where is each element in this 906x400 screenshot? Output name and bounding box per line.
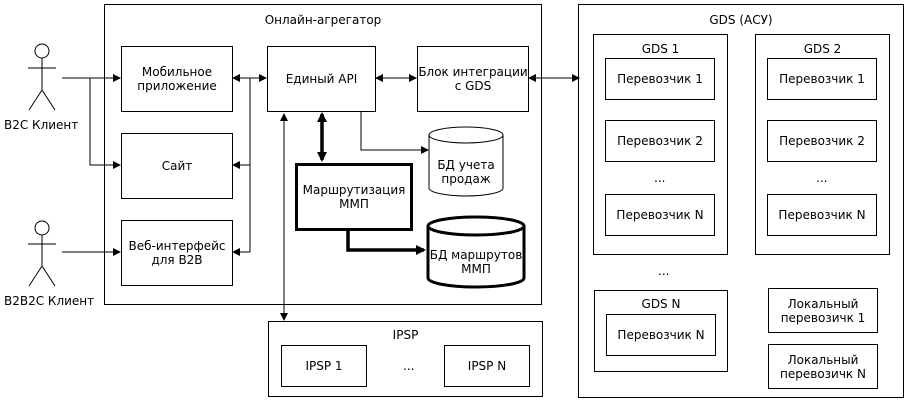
gds2-ellipsis: ... (816, 171, 828, 185)
b2b-web-interface-box[interactable]: Веб-интерфейс для B2B (121, 220, 233, 286)
gdsn-title: GDS N (641, 297, 681, 311)
gds1-title: GDS 1 (641, 42, 680, 56)
gdsn-container: GDS N (594, 290, 728, 372)
ipsp-n-box[interactable]: IPSP N (444, 345, 530, 387)
gdsn-carrier-n[interactable]: Перевозчик N (606, 314, 716, 356)
b2c-client-label: B2C Клиент (4, 118, 79, 132)
gds1-carrier-2[interactable]: Перевозчик 2 (605, 120, 715, 162)
gds1-ellipsis: ... (654, 171, 666, 185)
routing-mmp-box[interactable]: Маршрутизация ММП (295, 163, 413, 231)
b2c-actor-icon (28, 43, 56, 111)
gds2-carrier-1[interactable]: Перевозчик 1 (767, 58, 877, 100)
aggregator-title: Онлайн-агрегатор (264, 13, 382, 27)
api-salesdb-arrow (360, 112, 429, 154)
gds-integration-box[interactable]: Блок интеграции с GDS (417, 46, 529, 112)
ipsp-title: IPSP (392, 328, 419, 342)
gds1-carrier-n[interactable]: Перевозчик N (605, 194, 715, 236)
aggregator-container: Онлайн-агрегатор (104, 4, 542, 305)
routes-db-label: БД маршрутов ММП (429, 248, 523, 276)
local-carrier-n[interactable]: Локальный перевозичк N (768, 344, 878, 389)
ipsp-ellipsis: ... (403, 359, 415, 373)
site-box[interactable]: Сайт (121, 133, 233, 199)
b2b2c-client-label: B2B2C Клиент (4, 294, 95, 308)
gds1-container: GDS 1 (593, 34, 728, 255)
gds1-carrier-1[interactable]: Перевозчик 1 (605, 58, 715, 100)
sales-db-cylinder (428, 126, 504, 197)
gds2-carrier-n[interactable]: Перевозчик N (767, 194, 877, 236)
gds2-carrier-2[interactable]: Перевозчик 2 (767, 120, 877, 162)
gds2-title: GDS 2 (803, 42, 842, 56)
sales-db-label: БД учета продаж (437, 158, 495, 186)
gds-ellipsis: ... (658, 264, 670, 278)
mobile-app-box[interactable]: Мобильное приложение (121, 46, 233, 112)
ipsp-1-box[interactable]: IPSP 1 (281, 345, 367, 387)
gds-asu-title: GDS (АСУ) (709, 13, 773, 27)
b2b2c-actor-icon (28, 220, 56, 287)
routing-routesdb-arrow (346, 230, 426, 255)
gds-asu-container: GDS (АСУ) (578, 4, 904, 398)
b2c-to-site-arrow (89, 78, 121, 169)
ipsp-container: IPSP (268, 321, 543, 397)
local-carrier-1[interactable]: Локальный перевозичк 1 (768, 288, 878, 333)
gds2-container: GDS 2 (755, 34, 890, 255)
routes-db-cylinder (426, 215, 526, 289)
unified-api-box[interactable]: Единый API (267, 46, 376, 112)
